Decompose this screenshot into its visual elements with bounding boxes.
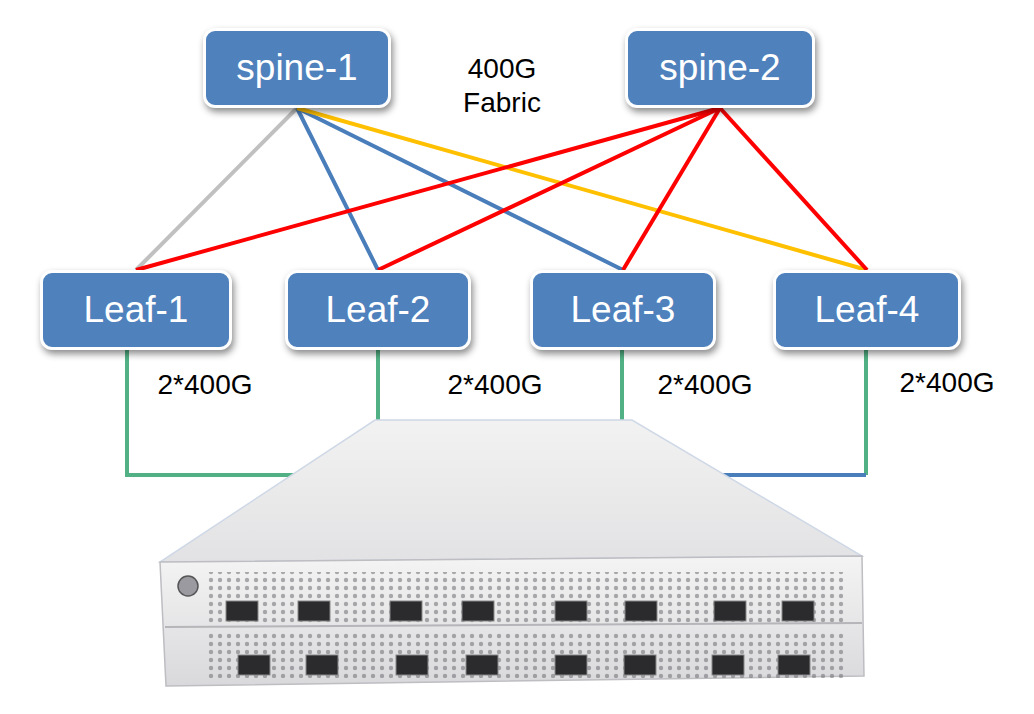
vent-pattern [205, 632, 845, 678]
fabric-link [720, 108, 867, 270]
fabric-link [136, 108, 720, 270]
leaf-wire [715, 473, 866, 477]
node-label: spine-2 [659, 47, 780, 89]
switch-box: Leaf-4 [773, 270, 961, 350]
vent-pattern [205, 572, 845, 624]
qsfp-port [778, 655, 810, 675]
qsfp-port [555, 601, 587, 621]
qsfp-port [396, 655, 428, 675]
power-button [178, 576, 198, 596]
node-label: Leaf-1 [84, 289, 189, 331]
node-label: Leaf-4 [815, 289, 920, 331]
port-row [238, 655, 810, 675]
bandwidth-label: 2*400G [130, 368, 280, 402]
qsfp-port [462, 601, 494, 621]
bandwidth-label: 2*400G [420, 368, 570, 402]
leaf-wire [127, 340, 300, 475]
node-label: Leaf-2 [326, 289, 431, 331]
leaf-wire [620, 340, 624, 430]
fabric-link [297, 108, 623, 270]
bandwidth-label: 2*400G [630, 368, 780, 402]
qsfp-port [306, 655, 338, 675]
qsfp-port [226, 601, 258, 621]
qsfp-port [238, 655, 270, 675]
fabric-link [297, 108, 378, 270]
qsfp-port [466, 655, 498, 675]
panel-divider [165, 623, 862, 627]
leaf-wire [864, 340, 868, 475]
switch-box: spine-1 [203, 28, 391, 108]
leaf-wire [376, 340, 380, 430]
qsfp-port [714, 601, 746, 621]
node-label: spine-1 [236, 47, 357, 89]
fabric-link [297, 108, 867, 270]
switch-box: Leaf-1 [40, 270, 232, 350]
switch-box: Leaf-3 [530, 270, 716, 350]
switch-box: Leaf-2 [285, 270, 471, 350]
qsfp-port [712, 655, 744, 675]
bandwidth-label: 2*400G [872, 366, 1022, 400]
qsfp-port [624, 655, 656, 675]
switch-box: spine-2 [625, 28, 815, 108]
port-row [226, 601, 814, 621]
fabric-link [623, 108, 720, 270]
fabric-label: 400G Fabric [442, 52, 562, 120]
qsfp-port [555, 655, 587, 675]
device-top [160, 420, 862, 562]
node-label: Leaf-3 [571, 289, 676, 331]
qsfp-port [782, 601, 814, 621]
qsfp-port [390, 601, 422, 621]
device-front [160, 556, 864, 686]
fabric-links [136, 108, 867, 270]
qsfp-port [625, 601, 657, 621]
fabric-link [378, 108, 720, 270]
qsfp-port [298, 601, 330, 621]
switch-device [160, 420, 864, 686]
